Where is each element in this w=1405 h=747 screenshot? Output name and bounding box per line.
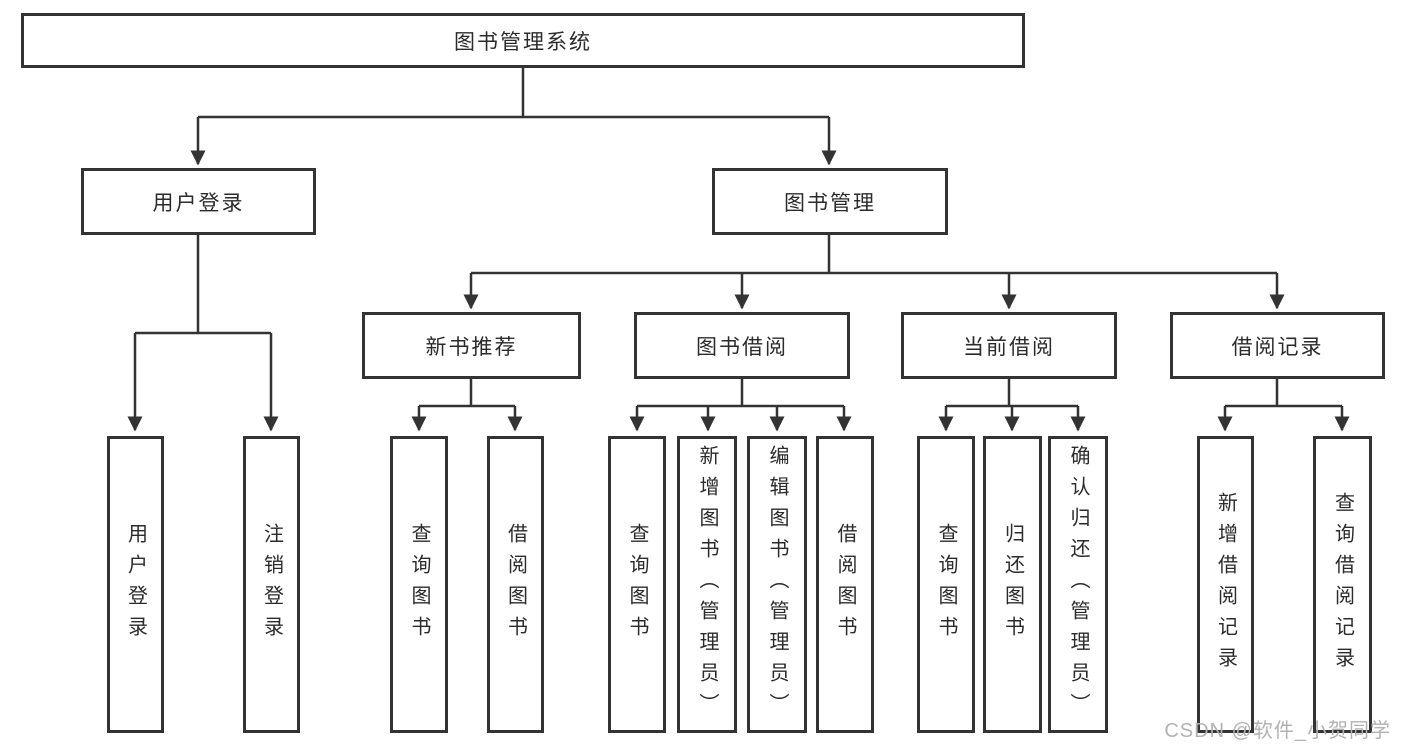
- node-current-borrowing: 当前借阅: [901, 312, 1117, 379]
- leaf-logout: 注销登录: [243, 436, 300, 733]
- node-new-book-recommend: 新书推荐: [362, 312, 581, 379]
- node-borrowing-records: 借阅记录: [1170, 312, 1385, 379]
- leaf-user-login: 用户登录: [107, 436, 164, 733]
- node-label: 查询图书: [408, 522, 430, 647]
- node-label: 借阅图书: [834, 522, 856, 647]
- leaf-recommend-borrow-books: 借阅图书: [487, 436, 544, 733]
- leaf-borrowing-query-books: 查询图书: [608, 436, 666, 733]
- node-label: 借阅图书: [504, 522, 527, 647]
- node-label: 用户登录: [124, 522, 147, 647]
- node-label: 图书管理系统: [454, 30, 592, 54]
- node-label: 查询图书: [626, 522, 648, 647]
- tree-branch-lines: [135, 68, 1342, 408]
- leaf-borrowing-edit-books-admin: 编辑图书（管理员）: [747, 436, 807, 733]
- leaf-current-confirm-return-admin: 确认归还（管理员）: [1048, 436, 1108, 733]
- node-library-system: 图书管理系统: [21, 13, 1025, 68]
- node-label: 新增借阅记录: [1214, 491, 1237, 678]
- node-label: 新增图书（管理员）: [696, 445, 718, 724]
- leaf-borrowing-borrow-books: 借阅图书: [816, 436, 874, 733]
- node-label: 注销登录: [260, 522, 283, 647]
- node-label: 查询借阅记录: [1331, 491, 1354, 678]
- node-label: 确认归还（管理员）: [1067, 445, 1089, 724]
- node-label: 图书管理: [784, 191, 876, 215]
- leaf-records-add-borrow-record: 新增借阅记录: [1197, 436, 1254, 733]
- node-label: 借阅记录: [1231, 335, 1324, 359]
- leaf-borrowing-add-books-admin: 新增图书（管理员）: [677, 436, 737, 733]
- leaf-current-query-books: 查询图书: [917, 436, 975, 733]
- node-label: 归还图书: [1001, 522, 1024, 647]
- node-book-management: 图书管理: [712, 168, 948, 235]
- node-label: 新书推荐: [425, 335, 518, 359]
- node-user-login: 用户登录: [81, 168, 316, 235]
- leaf-recommend-query-books: 查询图书: [390, 436, 448, 733]
- node-label: 查询图书: [935, 522, 957, 647]
- node-label: 图书借阅: [696, 335, 788, 359]
- node-label: 用户登录: [152, 191, 245, 215]
- node-label: 编辑图书（管理员）: [766, 445, 788, 724]
- node-label: 当前借阅: [963, 335, 1055, 359]
- node-book-borrowing: 图书借阅: [634, 312, 850, 379]
- leaf-records-query-borrow-record: 查询借阅记录: [1313, 436, 1372, 733]
- leaf-current-return-books: 归还图书: [983, 436, 1042, 733]
- connector-arrows: [127, 117, 1350, 432]
- watermark: CSDN @软件_小贺同学: [1164, 720, 1391, 742]
